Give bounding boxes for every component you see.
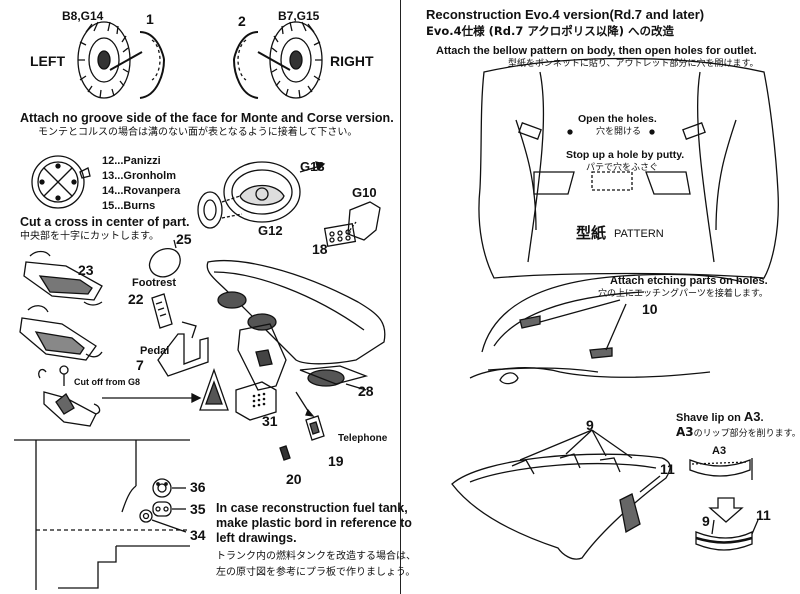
section-title-en: Reconstruction Evo.4 version(Rd.7 and la…	[426, 7, 705, 22]
a3-part-label: A3	[712, 445, 727, 457]
steering-bottom-part-code: G12	[258, 223, 283, 238]
cut-cross-instruction-jp: 中央部を十字にカットします。	[20, 231, 159, 242]
fuel-tank-instruction-jp-2: 左の原寸図を参考にプラ板で作りましょう。	[216, 567, 416, 578]
part-9-label: 9	[586, 417, 594, 433]
list-item: 15...Burns	[102, 200, 156, 212]
dashboard-illustration	[206, 259, 386, 391]
part-7-label: 7	[136, 357, 144, 373]
fuel-tank-template-drawing	[14, 439, 190, 590]
section-title-jp: Evo.4仕様 (Rd.7 アクロポリス以降) への改造	[426, 24, 675, 38]
part-23-label: 23	[78, 262, 94, 278]
rear-wing-illustration	[451, 429, 671, 560]
part-36-label: 36	[190, 479, 206, 495]
open-holes-label-jp: 穴を開ける	[596, 127, 642, 137]
attach-instruction-jp: モンテとコルスの場合は溝のない面が表となるように接着して下さい。	[38, 127, 358, 138]
bellow-pattern-instruction-en: Attach the bellow pattern on body, then …	[436, 45, 757, 57]
attach-instruction-en: Attach no groove side of the face for Mo…	[20, 111, 394, 125]
part-34-label: 34	[190, 527, 206, 543]
footrest-label: Footrest	[132, 277, 176, 289]
steering-wheel-illustration	[197, 161, 326, 229]
part-19-label: 19	[328, 453, 344, 469]
left-rotor-part-codes: B8,G14	[62, 9, 104, 23]
shave-lip-instruction-jp: A3のリップ部分を削ります。	[676, 425, 800, 439]
right-rotor-part-number: 2	[238, 13, 246, 29]
etching-instruction-jp: 穴の上にエッチングパーツを接着します。	[598, 289, 768, 299]
part-10-label: 10	[642, 301, 658, 317]
pedal-label: Pedal	[140, 345, 170, 357]
open-holes-label-en: Open the holes.	[578, 113, 657, 125]
right-side-label: RIGHT	[330, 53, 374, 69]
fuel-tank-instruction-en-2: make plastic bord in reference to	[216, 516, 412, 530]
a3-shave-detail-illustration	[689, 458, 759, 551]
part-25-label: 25	[176, 231, 192, 247]
cut-cross-instruction-en: Cut a cross in center of part.	[20, 215, 190, 229]
pedal-illustration	[157, 321, 209, 377]
list-item: 12...Panizzi	[102, 155, 161, 167]
part-31-label: 31	[262, 413, 278, 429]
bonnet-pattern-illustration	[478, 57, 779, 279]
footrest-illustration	[151, 293, 173, 329]
fuel-tank-instruction-en-3: left drawings.	[216, 531, 297, 545]
left-rotor-part-number: 1	[146, 11, 154, 27]
cross-cut-part-illustration	[31, 155, 91, 209]
telephone-label: Telephone	[338, 433, 388, 444]
list-item: 13...Gronholm	[102, 170, 176, 182]
cut-off-part-illustration	[38, 365, 101, 427]
triangle-bracket-illustration	[199, 368, 229, 411]
fuel-tank-instruction-en-1: In case reconstruction fuel tank,	[216, 501, 408, 515]
pattern-label-jp: 型紙	[576, 224, 607, 242]
gauge-panel-illustration	[323, 201, 381, 248]
left-side-label: LEFT	[30, 53, 65, 69]
putty-label-en: Stop up a hole by putty.	[566, 149, 685, 161]
gauge-part-number: 18	[312, 241, 328, 257]
gauge-top-part-code: G10	[352, 185, 377, 200]
part-35-label: 35	[190, 501, 206, 517]
telephone-illustration	[279, 391, 325, 461]
part-11-label: 11	[660, 461, 675, 477]
left-brake-rotor-illustration	[77, 21, 166, 99]
bellow-pattern-instruction-jp: 型紙をボンネットに貼り、アウトレット部分に穴を開けます。	[508, 59, 759, 69]
part-20-label: 20	[286, 471, 302, 487]
etching-instruction-en: Attach etching parts on holes.	[610, 275, 768, 287]
part-22-label: 22	[128, 291, 144, 307]
part-23-illustration	[19, 250, 103, 361]
right-brake-rotor-illustration	[232, 21, 323, 99]
pattern-label-en: PATTERN	[614, 228, 664, 240]
putty-label-jp: パテで穴をふさぐ	[586, 163, 659, 173]
part-31-illustration	[235, 381, 277, 421]
right-rotor-part-codes: B7,G15	[278, 9, 320, 23]
list-item: 14...Rovanpera	[102, 185, 181, 197]
part-25-illustration	[148, 239, 181, 278]
shave-result-part-9-label: 9	[702, 513, 710, 529]
page-divider	[400, 0, 401, 594]
shave-lip-instruction-en: Shave lip on A3.	[676, 409, 764, 424]
shave-result-part-11-label: 11	[756, 507, 771, 523]
car-front-etching-illustration	[469, 273, 743, 385]
cut-off-label: Cut off from G8	[74, 377, 140, 387]
steering-top-part-code: G13	[300, 159, 325, 174]
fuel-tank-instruction-jp-1: トランク内の燃料タンクを改造する場合は、	[216, 551, 416, 562]
part-28-label: 28	[358, 383, 374, 399]
